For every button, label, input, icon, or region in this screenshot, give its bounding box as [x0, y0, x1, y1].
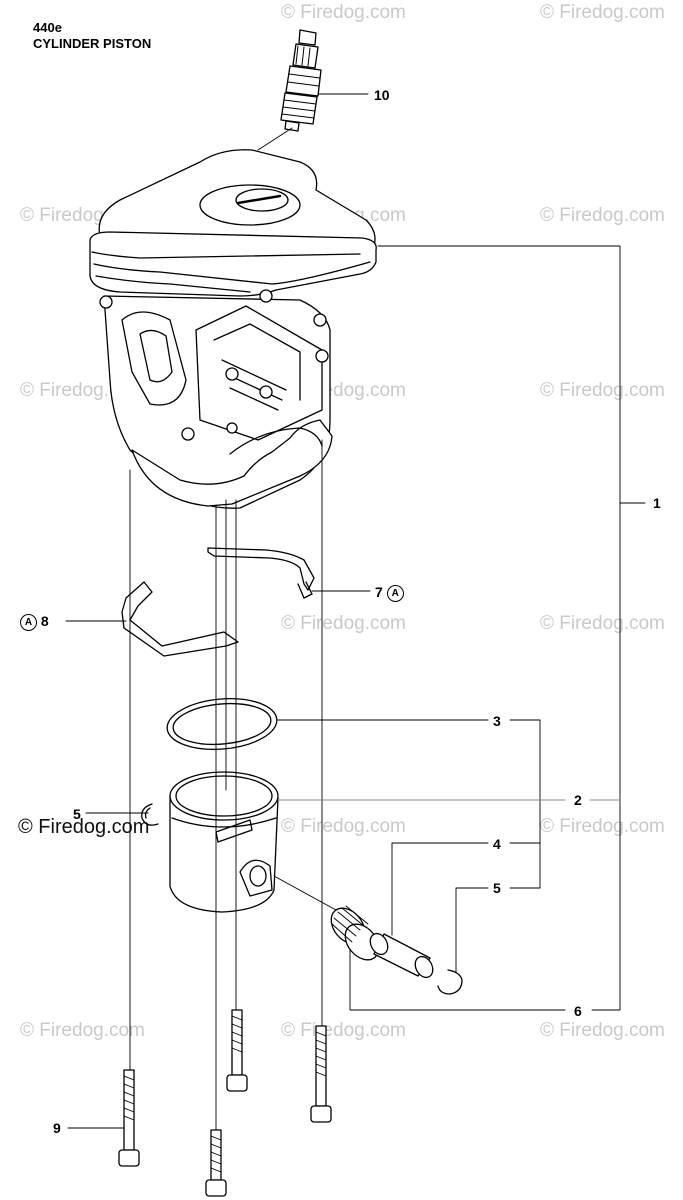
piston-pin-part	[369, 932, 434, 979]
callout-2[interactable]: 2	[574, 792, 582, 808]
watermark: © Firedog.com	[540, 1020, 665, 1041]
watermark: © Firedog.com	[540, 613, 665, 634]
callout-4[interactable]: 4	[493, 836, 501, 852]
section-title: CYLINDER PISTON	[33, 36, 152, 51]
circlip-right-part	[437, 969, 463, 995]
watermark: © Firedog.com	[540, 2, 665, 23]
leader-lines	[65, 93, 646, 1129]
watermark-dark: © Firedog.com	[18, 816, 150, 838]
watermark: © Firedog.com	[540, 816, 665, 837]
spark-plug-part	[280, 29, 322, 132]
screw-part	[226, 1009, 248, 1092]
piston-part	[169, 771, 279, 913]
reference-marker-a: A	[386, 584, 404, 602]
callout-1[interactable]: 1	[653, 495, 661, 511]
callout-8-number: 8	[40, 613, 49, 629]
callout-7[interactable]: 7 A	[375, 584, 404, 602]
clip-7-part	[207, 547, 315, 599]
reference-marker-a: A	[20, 613, 37, 631]
clip-8-part	[121, 581, 239, 657]
screw-part	[205, 1129, 227, 1197]
screw-part	[118, 1069, 140, 1167]
circlip-left-part	[141, 803, 159, 826]
model-number: 440e	[33, 20, 62, 35]
diagram-title-block: 440e CYLINDER PISTON	[33, 20, 151, 52]
callout-5-right[interactable]: 5	[493, 880, 501, 896]
piston-ring-part	[166, 697, 278, 751]
callout-3[interactable]: 3	[493, 713, 501, 729]
assembly-lines	[129, 127, 337, 1131]
callout-5-left[interactable]: 5	[73, 806, 81, 822]
watermark: © Firedog.com	[20, 1020, 145, 1041]
watermark: © Firedog.com	[281, 1020, 406, 1041]
watermark: © Firedog.com	[281, 816, 406, 837]
callout-10[interactable]: 10	[374, 87, 390, 103]
watermark: © Firedog.com	[281, 2, 406, 23]
cylinder-part	[89, 149, 377, 509]
watermark: © Firedog.com	[540, 380, 665, 401]
callout-8[interactable]: A 8	[20, 613, 49, 631]
callout-9[interactable]: 9	[53, 1120, 61, 1136]
callout-6[interactable]: 6	[574, 1003, 582, 1019]
watermark: © Firedog.com	[281, 613, 406, 634]
screw-part	[310, 1025, 332, 1123]
needle-bearing-part	[330, 905, 380, 961]
watermark: © Firedog.com	[540, 205, 665, 226]
callout-7-number: 7	[375, 584, 383, 600]
